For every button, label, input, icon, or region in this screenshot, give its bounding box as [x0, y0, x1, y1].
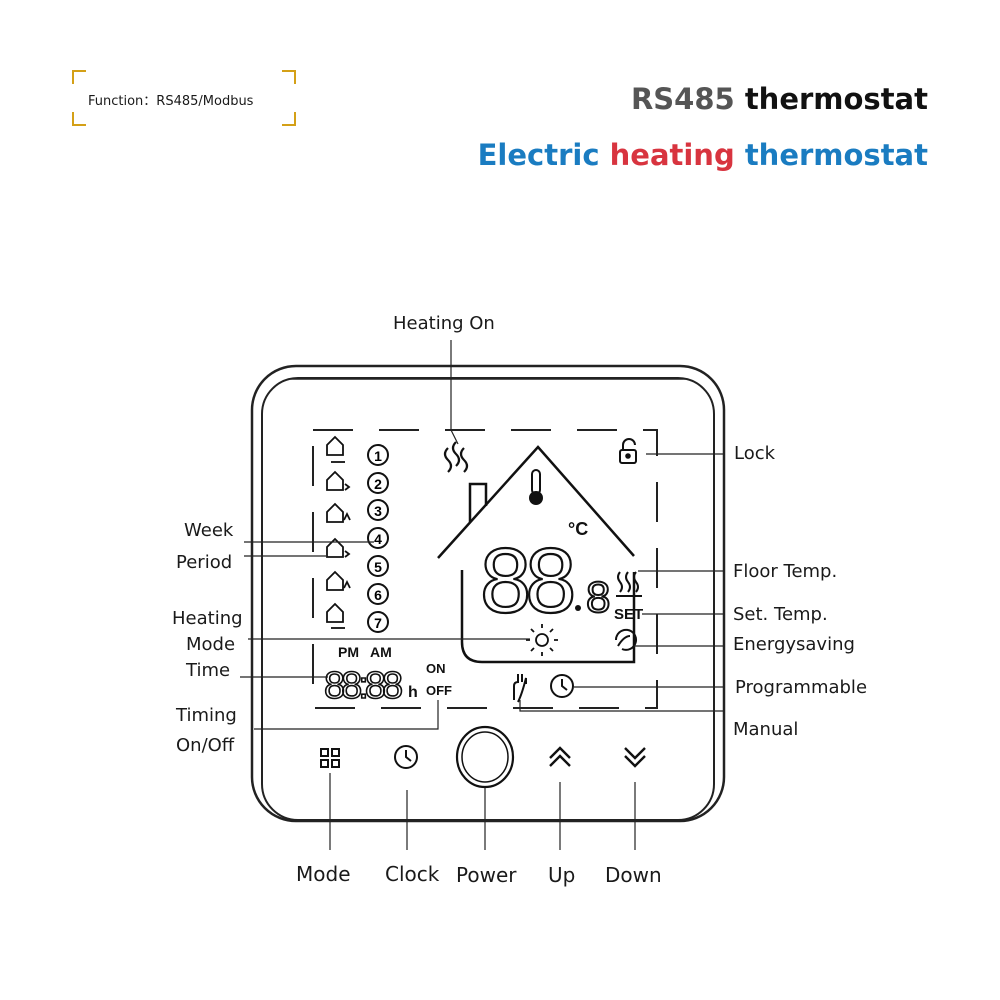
label-clock: Clock	[385, 862, 440, 886]
label-heating-on: Heating On	[393, 313, 495, 334]
floor-temp-icon	[616, 571, 642, 597]
period-house-icons	[326, 435, 351, 629]
label-lock: Lock	[734, 443, 776, 464]
label-period: Period	[176, 552, 233, 573]
lcd-decimal-digit: 8	[586, 573, 610, 622]
lcd-area	[312, 429, 658, 709]
period-numbers: 1 2 3 4 5 6 7	[367, 444, 389, 633]
lcd-unit: °C	[568, 519, 588, 539]
label-time: Time	[186, 660, 231, 681]
programmable-clock-icon	[550, 674, 574, 698]
manual-hand-icon	[513, 674, 527, 703]
energysaving-icon	[614, 628, 637, 651]
down-button-icon[interactable]	[624, 747, 646, 768]
lcd-main-digits: 88	[480, 530, 573, 632]
title-thermostat: thermostat	[734, 138, 928, 172]
label-power: Power	[456, 863, 517, 887]
house-outline	[437, 445, 635, 559]
lcd-pm: PM	[338, 644, 359, 660]
mode-button-icon[interactable]	[320, 748, 340, 768]
title-heating: heating	[609, 138, 735, 172]
set-label: SET	[614, 606, 643, 623]
period-6: 6	[374, 587, 382, 603]
label-heating-mode-2: Mode	[186, 634, 236, 655]
function-label: Function：RS485/Modbus	[88, 94, 254, 109]
label-week: Week	[184, 520, 234, 541]
period-3: 3	[374, 503, 382, 519]
up-button-icon[interactable]	[549, 746, 571, 767]
period-7: 7	[374, 615, 382, 631]
lock-icon	[619, 438, 637, 464]
thermometer-icon	[529, 469, 543, 505]
lcd-on: ON	[426, 661, 446, 676]
lcd-am: AM	[370, 644, 392, 660]
house-chimney	[468, 482, 488, 522]
label-timing-1: Timing	[176, 705, 237, 726]
label-down: Down	[605, 863, 662, 887]
device-inner-frame	[261, 377, 715, 821]
clock-button-icon[interactable]	[394, 745, 418, 769]
label-timing-2: On/Off	[176, 735, 235, 756]
period-2: 2	[374, 476, 382, 492]
lcd-time-digits: 88:88	[324, 665, 402, 707]
title-electric-heating: Electric heating thermostat	[478, 138, 928, 172]
title-electric: Electric	[477, 138, 610, 172]
label-manual: Manual	[733, 719, 799, 740]
label-mode: Mode	[296, 862, 351, 886]
label-set-temp: Set. Temp.	[733, 604, 828, 625]
lcd-off: OFF	[426, 683, 452, 698]
title-rs485-part: RS485	[630, 82, 745, 116]
label-heating-mode-1: Heating	[172, 608, 243, 629]
power-button[interactable]	[455, 725, 515, 789]
label-floor-temp: Floor Temp.	[733, 561, 838, 582]
title-thermostat-part: thermostat	[744, 82, 928, 116]
title-rs485: RS485 thermostat	[631, 82, 928, 116]
heating-on-icon	[443, 441, 469, 473]
lcd-decimal-point	[575, 605, 581, 611]
period-4: 4	[374, 531, 382, 547]
period-1: 1	[374, 448, 382, 464]
leader-lines	[240, 340, 724, 850]
house-base	[460, 570, 636, 664]
label-up: Up	[548, 863, 576, 887]
period-5: 5	[374, 559, 382, 575]
label-programmable: Programmable	[735, 677, 868, 698]
lcd-h: h	[408, 684, 418, 701]
sun-icon	[526, 624, 558, 656]
label-energysaving: Energysaving	[733, 634, 855, 655]
function-frame	[72, 70, 296, 126]
